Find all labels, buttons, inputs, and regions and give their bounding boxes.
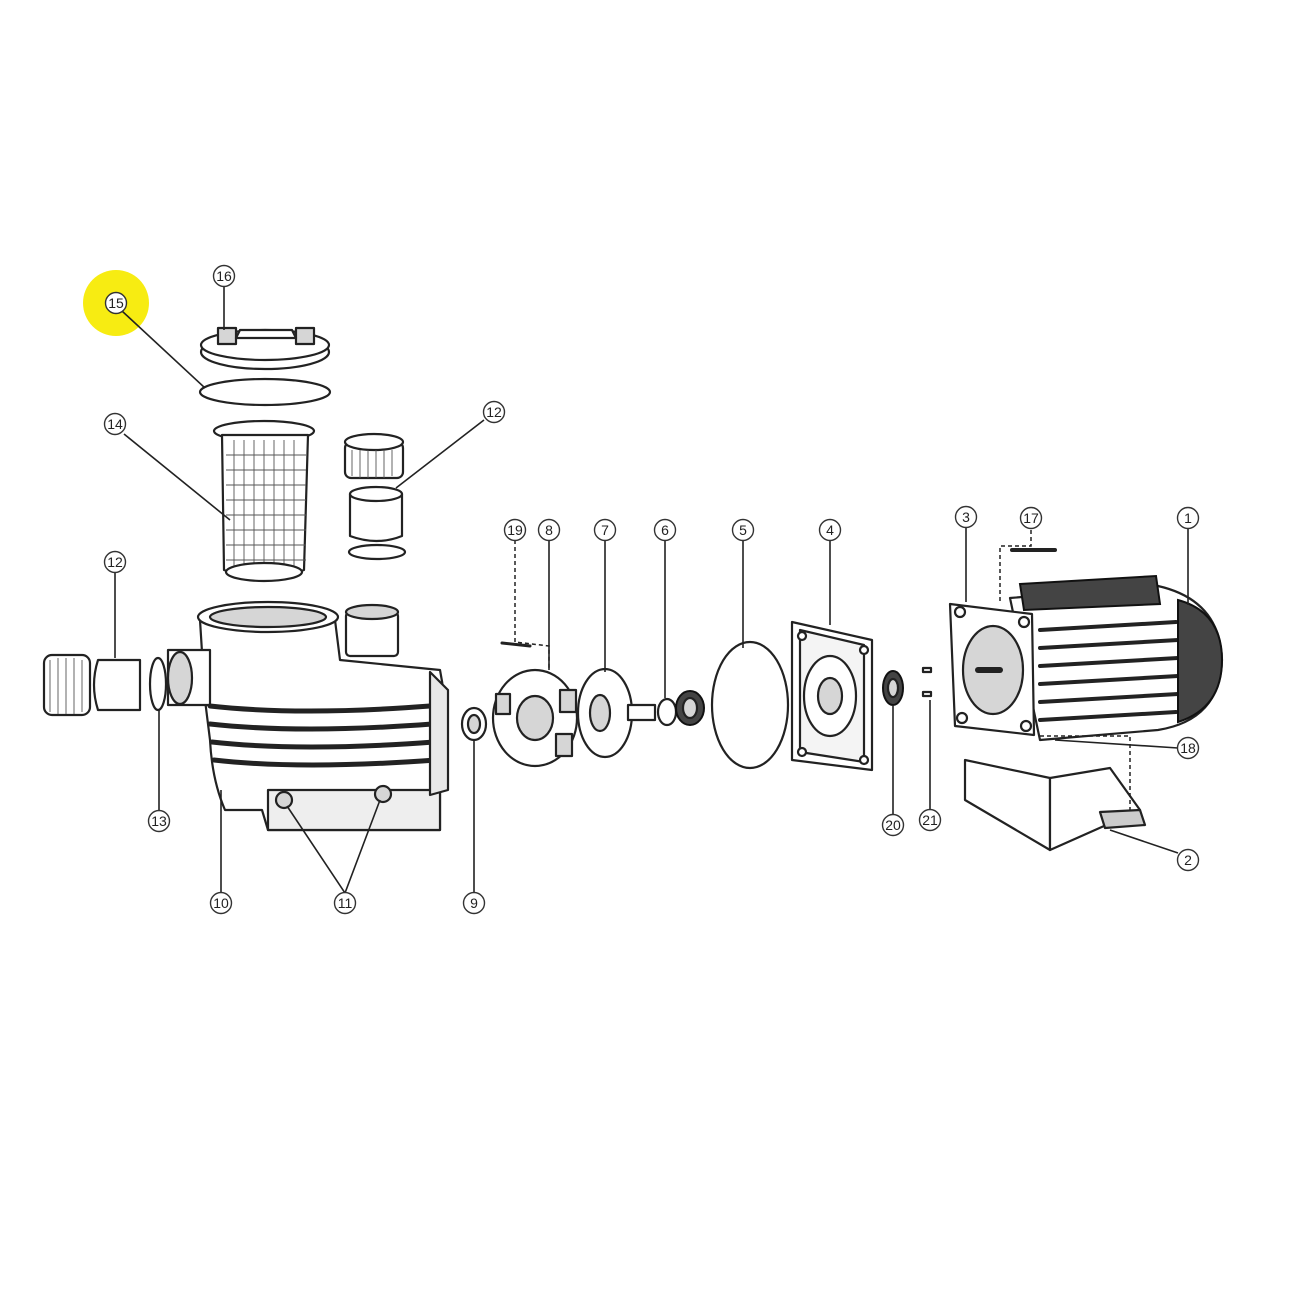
callout-circle: [1176, 848, 1200, 872]
callout-number: 21: [922, 812, 938, 828]
callout-number: 13: [151, 813, 167, 829]
callout-circle: [209, 891, 233, 915]
part-motor-foot: [963, 758, 1147, 852]
part-pump-housing: [166, 600, 450, 832]
callout-12: 12: [482, 400, 506, 424]
callout-2: 2: [1176, 848, 1200, 872]
callout-circle: [881, 813, 905, 837]
callout-number: 12: [107, 554, 123, 570]
part-motor: [948, 548, 1224, 742]
callout-3: 3: [954, 505, 978, 529]
callout-number: 18: [1180, 740, 1196, 756]
callout-circle: [653, 518, 677, 542]
part-lid-oring: [198, 377, 332, 407]
callout-number: 10: [213, 895, 229, 911]
callout-number: 2: [1184, 852, 1192, 868]
leader-lines: [114, 286, 1189, 894]
part-diffuser: [491, 641, 579, 768]
callout-circle: [537, 518, 561, 542]
callout-circle: [482, 400, 506, 424]
callout-5: 5: [731, 518, 755, 542]
part-shaft-parts: [882, 666, 933, 706]
part-gasket: [710, 640, 790, 770]
callout-14: 14: [103, 412, 127, 436]
callout-circle: [731, 518, 755, 542]
part-seal-9: [460, 706, 488, 742]
callout-circle: [103, 550, 127, 574]
callout-number: 3: [962, 509, 970, 525]
part-mech-seal: [656, 690, 705, 727]
callout-circle: [103, 412, 127, 436]
callout-circle: [818, 518, 842, 542]
callout-10: 10: [209, 891, 233, 915]
callout-circle: [503, 518, 527, 542]
part-strainer-lid: [199, 326, 331, 371]
callout-6: 6: [653, 518, 677, 542]
callout-9: 9: [462, 891, 486, 915]
callout-11: 11: [333, 891, 357, 915]
callout-circle: [1176, 736, 1200, 760]
callout-16: 16: [212, 264, 236, 288]
callout-number: 12: [486, 404, 502, 420]
callout-circle: [1176, 506, 1200, 530]
callout-number: 20: [885, 817, 901, 833]
callout-19: 19: [503, 518, 527, 542]
callout-number: 7: [601, 522, 609, 538]
part-union-top: [343, 432, 407, 561]
callout-circle: [918, 808, 942, 832]
callout-21: 21: [918, 808, 942, 832]
callout-7: 7: [593, 518, 617, 542]
callout-12: 12: [103, 550, 127, 574]
callout-number: 4: [826, 522, 834, 538]
callout-1: 1: [1176, 506, 1200, 530]
part-union-left: [42, 653, 168, 717]
part-seal-plate: [790, 620, 874, 772]
callout-circle: [147, 809, 171, 833]
callout-number: 6: [661, 522, 669, 538]
callout-15: 15: [104, 291, 128, 315]
part-strainer-basket: [212, 419, 316, 583]
callout-number: 5: [739, 522, 747, 538]
callout-number: 8: [545, 522, 553, 538]
callout-number: 16: [216, 268, 232, 284]
callout-18: 18: [1176, 736, 1200, 760]
callout-number: 9: [470, 895, 478, 911]
callout-4: 4: [818, 518, 842, 542]
callout-number: 11: [338, 895, 353, 911]
callout-number: 17: [1023, 510, 1039, 526]
callout-13: 13: [147, 809, 171, 833]
callout-circle: [212, 264, 236, 288]
callout-20: 20: [881, 813, 905, 837]
part-impeller: [576, 667, 657, 759]
callout-circle: [954, 505, 978, 529]
callout-circle: [593, 518, 617, 542]
callout-number: 15: [108, 295, 124, 311]
callout-8: 8: [537, 518, 561, 542]
callout-circle: [333, 891, 357, 915]
callout-circle: [1019, 506, 1043, 530]
callout-17: 17: [1019, 506, 1043, 530]
callout-circle: [104, 291, 128, 315]
callout-number: 19: [507, 522, 523, 538]
callout-number: 1: [1184, 510, 1192, 526]
callout-number: 14: [107, 416, 123, 432]
callout-circle: [462, 891, 486, 915]
